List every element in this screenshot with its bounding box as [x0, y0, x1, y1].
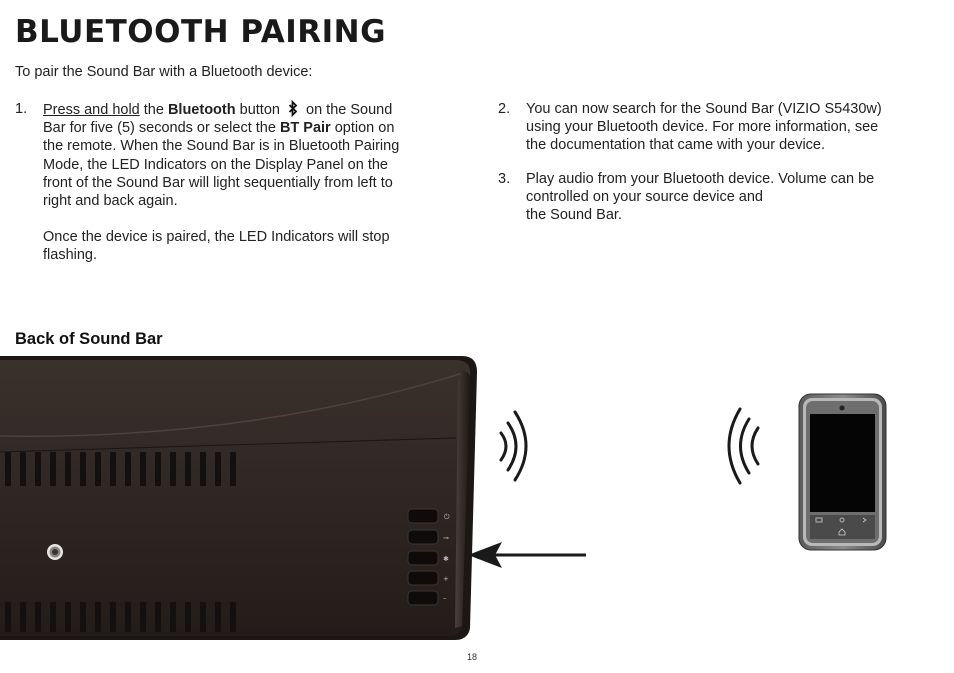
step-2-line-1: You can now search for the Sound Bar (VI…	[526, 101, 882, 117]
menu-icon	[815, 517, 823, 523]
volume-up-button[interactable]	[407, 570, 439, 586]
back-icon	[862, 517, 867, 523]
bluetooth-icon: ✱	[443, 555, 449, 563]
step-text: on the Sound	[301, 102, 393, 118]
bluetooth-icon	[288, 100, 298, 118]
step-1-line-5: front of the Sound Bar will light sequen…	[43, 174, 393, 191]
intro-text: To pair the Sound Bar with a Bluetooth d…	[15, 64, 313, 80]
signal-waves-out-icon	[499, 410, 528, 482]
step-1-line-6: right and back again.	[43, 193, 178, 210]
step-number: 2.	[498, 101, 511, 117]
smartphone	[798, 393, 887, 551]
press-and-hold-link[interactable]: Press and hold	[43, 102, 140, 118]
bluetooth-label: Bluetooth	[167, 102, 236, 118]
figure-heading: Back of Sound Bar	[15, 330, 163, 348]
step-number: 1.	[15, 101, 28, 117]
bluetooth-button[interactable]	[407, 550, 439, 566]
input-button[interactable]	[407, 529, 439, 545]
step-number: 3.	[498, 171, 511, 187]
signal-waves-in-icon	[727, 407, 760, 485]
step-1-line-2: Bar for five (5) seconds or select the B…	[43, 119, 463, 137]
home-icon	[838, 528, 846, 536]
step-2-line-2: using your Bluetooth device. For more in…	[526, 119, 879, 136]
step-1-line-3: the remote. When the Sound Bar is in Blu…	[43, 138, 400, 155]
step-3-line-3: the Sound Bar.	[526, 207, 622, 224]
vent-grille-bottom	[5, 602, 236, 632]
volume-up-icon: +	[443, 575, 449, 583]
step-text: button	[235, 102, 284, 118]
step-2-line-3: the documentation that came with your de…	[526, 137, 826, 154]
camera-icon	[839, 405, 845, 411]
soundbar: ⏻ ⊸ ✱ + –	[0, 356, 477, 640]
volume-down-icon: –	[443, 594, 447, 602]
phone-screen	[810, 414, 875, 512]
step-text: the	[139, 102, 168, 118]
page-title: BLUETOOTH PAIRING	[15, 14, 387, 50]
step-3-line-2: controlled on your source device and	[526, 189, 763, 206]
step-1-note-line-2: flashing.	[43, 247, 98, 264]
step-1-note-line-1: Once the device is paired, the LED Indic…	[43, 229, 390, 246]
vent-grille-top	[5, 452, 236, 486]
step-text: Bar for five (5) seconds or select the	[43, 120, 280, 137]
control-panel: ⏻ ⊸ ✱ + –	[407, 508, 450, 606]
power-button[interactable]	[407, 508, 439, 524]
step-text: option on	[330, 120, 395, 137]
volume-down-button[interactable]	[407, 590, 439, 606]
step-3-line-1: Play audio from your Bluetooth device. V…	[526, 171, 875, 187]
bt-pair-label: BT Pair	[279, 120, 331, 137]
arrow-icon	[468, 542, 586, 568]
input-icon: ⊸	[443, 534, 449, 542]
mounting-hole	[47, 544, 63, 560]
page-number: 18	[467, 652, 478, 662]
step-1-line-4: Mode, the LED Indicators on the Display …	[43, 156, 388, 173]
step-1-line-1: Press and hold the Bluetooth button on t…	[43, 100, 463, 119]
search-icon	[839, 517, 845, 523]
power-icon: ⏻	[444, 513, 450, 521]
